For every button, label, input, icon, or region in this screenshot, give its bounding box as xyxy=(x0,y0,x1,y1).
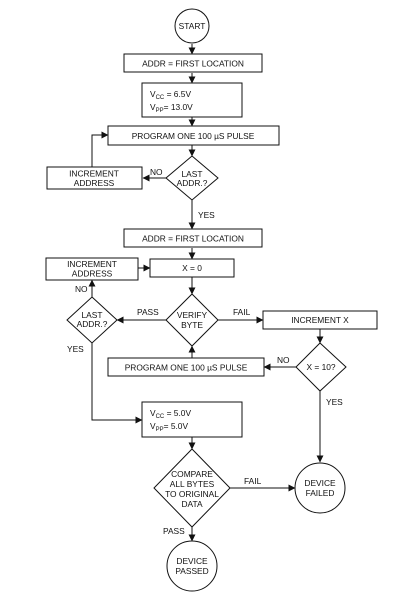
last-addr-decision-1: LAST ADDR.? xyxy=(165,155,219,201)
fail-label-1: FAIL xyxy=(233,307,251,317)
last-addr-label-2a: LAST xyxy=(82,310,103,320)
arrow-increment-loop xyxy=(91,131,109,167)
verify-byte-label-b: BYTE xyxy=(181,320,203,330)
program-pulse-label-2: PROGRAM ONE 100 µS PULSE xyxy=(125,363,248,373)
start-label: START xyxy=(179,21,206,31)
addr-first-location-label-1: ADDR = FIRST LOCATION xyxy=(142,59,244,69)
arrow-lastaddr2-yes xyxy=(91,343,143,424)
no-label-2: NO xyxy=(75,284,88,294)
pass-label-2: PASS xyxy=(163,526,185,536)
vpp-130-label: VPP= 13.0V xyxy=(150,102,193,114)
vpp-50-label: VPP= 5.0V xyxy=(150,421,188,433)
increment-x-box: INCREMENT X xyxy=(262,310,378,330)
increment-address-label-1b: ADDRESS xyxy=(74,178,115,188)
device-passed-label-b: PASSED xyxy=(175,566,208,576)
x-zero-label: X = 0 xyxy=(182,263,202,273)
x-ten-label: X = 10? xyxy=(306,362,335,372)
device-passed-label-a: DEVICE xyxy=(176,556,208,566)
pass-label-1: PASS xyxy=(137,307,159,317)
vcc-50-label: VCC = 5.0V xyxy=(150,408,191,420)
increment-address-label-2a: INCREMENT xyxy=(67,259,117,269)
increment-address-box-2: INCREMENT ADDRESS xyxy=(45,257,139,281)
x-zero-box: X = 0 xyxy=(149,258,235,278)
yes-label-3: YES xyxy=(326,397,343,407)
verify-byte-decision: VERIFY BYTE xyxy=(165,293,219,347)
voltage-box-verify: VCC = 5.0V VPP= 5.0V xyxy=(141,401,243,438)
program-pulse-box-2: PROGRAM ONE 100 µS PULSE xyxy=(107,357,265,377)
device-failed-label-a: DEVICE xyxy=(304,478,336,488)
no-label-1: NO xyxy=(150,167,163,177)
no-label-3: NO xyxy=(277,355,290,365)
device-passed-node: DEVICE PASSED xyxy=(166,540,218,592)
addr-first-location-box-2: ADDR = FIRST LOCATION xyxy=(123,228,263,248)
compare-label-b: ALL BYTES xyxy=(170,479,215,489)
addr-first-location-box-1: ADDR = FIRST LOCATION xyxy=(123,53,263,73)
verify-byte-label-a: VERIFY xyxy=(177,310,208,320)
increment-address-label-2b: ADDRESS xyxy=(72,269,113,279)
device-failed-label-b: FAILED xyxy=(306,488,335,498)
yes-label-2: YES xyxy=(67,344,84,354)
program-pulse-label-1: PROGRAM ONE 100 µS PULSE xyxy=(132,131,255,141)
addr-first-location-label-2: ADDR = FIRST LOCATION xyxy=(142,234,244,244)
x-ten-decision: X = 10? xyxy=(295,342,347,392)
last-addr-label-1a: LAST xyxy=(182,169,203,179)
compare-label-a: COMPARE xyxy=(171,469,213,479)
compare-label-d: DATA xyxy=(181,499,203,509)
yes-label-1: YES xyxy=(198,210,215,220)
increment-x-label: INCREMENT X xyxy=(291,315,349,325)
last-addr-label-1b: ADDR.? xyxy=(177,178,208,188)
connectors xyxy=(88,44,324,542)
compare-label-c: TO ORIGINAL xyxy=(165,489,219,499)
increment-address-label-1a: INCREMENT xyxy=(69,169,119,179)
program-pulse-box-1: PROGRAM ONE 100 µS PULSE xyxy=(107,125,280,146)
last-addr-label-2b: ADDR.? xyxy=(77,319,108,329)
start-node: START xyxy=(174,8,210,44)
vcc-65-label: VCC = 6.5V xyxy=(150,89,191,101)
voltage-box-program: VCC = 6.5V VPP= 13.0V xyxy=(141,82,243,118)
last-addr-decision-2: LAST ADDR.? xyxy=(66,296,118,344)
device-failed-node: DEVICE FAILED xyxy=(294,462,346,514)
compare-decision: COMPARE ALL BYTES TO ORIGINAL DATA xyxy=(153,448,231,528)
fail-label-2: FAIL xyxy=(244,476,262,486)
increment-address-box-1: INCREMENT ADDRESS xyxy=(46,166,143,190)
